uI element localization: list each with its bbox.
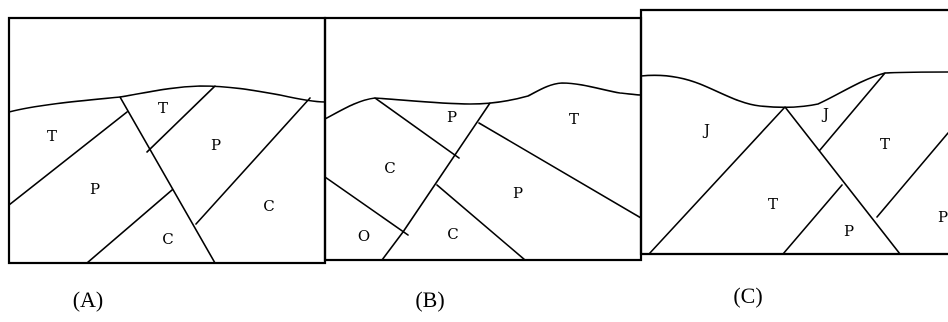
panel-b-caption: (B) <box>415 287 444 312</box>
panel-a-contact-2 <box>146 85 216 153</box>
panel-a-unit-label: T <box>47 127 57 145</box>
panel-b-contact-1 <box>374 97 460 159</box>
panel-a-fault-1 <box>119 96 216 264</box>
panel-b-unit-label: C <box>384 159 395 177</box>
panel-b-contact-6 <box>436 184 526 261</box>
panel-b-unit-label: T <box>569 110 579 128</box>
panel-b-contact-2 <box>402 102 491 233</box>
panel-a-contact-4 <box>195 97 311 225</box>
panel-a-topography <box>8 85 326 113</box>
panel-a: T T P P C C (A) <box>7 16 327 312</box>
panel-c-unit-label: P <box>844 222 854 240</box>
panel-b-unit-label: P <box>513 184 523 202</box>
panel-a-contact-3 <box>86 189 173 264</box>
panel-c-contact-2 <box>819 72 886 151</box>
panel-b-unit-label: C <box>447 225 458 243</box>
panel-a-unit-label: P <box>211 136 221 154</box>
panel-a-unit-label: C <box>263 197 274 215</box>
panel-c-fault-1 <box>784 106 901 255</box>
panel-b-contact-4 <box>324 176 409 236</box>
panel-c-frame <box>639 8 948 256</box>
panel-b-unit-label: O <box>358 227 370 245</box>
panel-c-unit-label: J <box>702 121 710 139</box>
panel-a-unit-label: T <box>158 99 168 117</box>
panel-a-unit-label: P <box>90 180 100 198</box>
panel-b-contact-5 <box>381 231 404 261</box>
panel-b-contact-3 <box>478 122 642 219</box>
panel-c-caption: (C) <box>733 283 762 308</box>
panel-a-caption: (A) <box>73 287 104 312</box>
panel-c-unit-label: T <box>768 195 778 213</box>
panel-c-contact-4 <box>876 132 948 218</box>
panel-c-contact-3 <box>782 184 843 255</box>
panel-a-contact-1 <box>8 111 128 206</box>
panel-c-unit-label: T <box>880 135 890 153</box>
panel-c: J J T T P P (C) <box>639 8 948 308</box>
panel-c-unit-label: P <box>938 208 948 226</box>
panel-b-unit-label: P <box>447 108 457 126</box>
panel-c-unit-label: J <box>821 105 829 123</box>
panel-a-unit-label: C <box>162 230 173 248</box>
panel-c-topography <box>640 71 948 109</box>
panel-c-contact-1 <box>648 106 786 255</box>
panel-b: P T C P O C (B) <box>323 16 643 312</box>
